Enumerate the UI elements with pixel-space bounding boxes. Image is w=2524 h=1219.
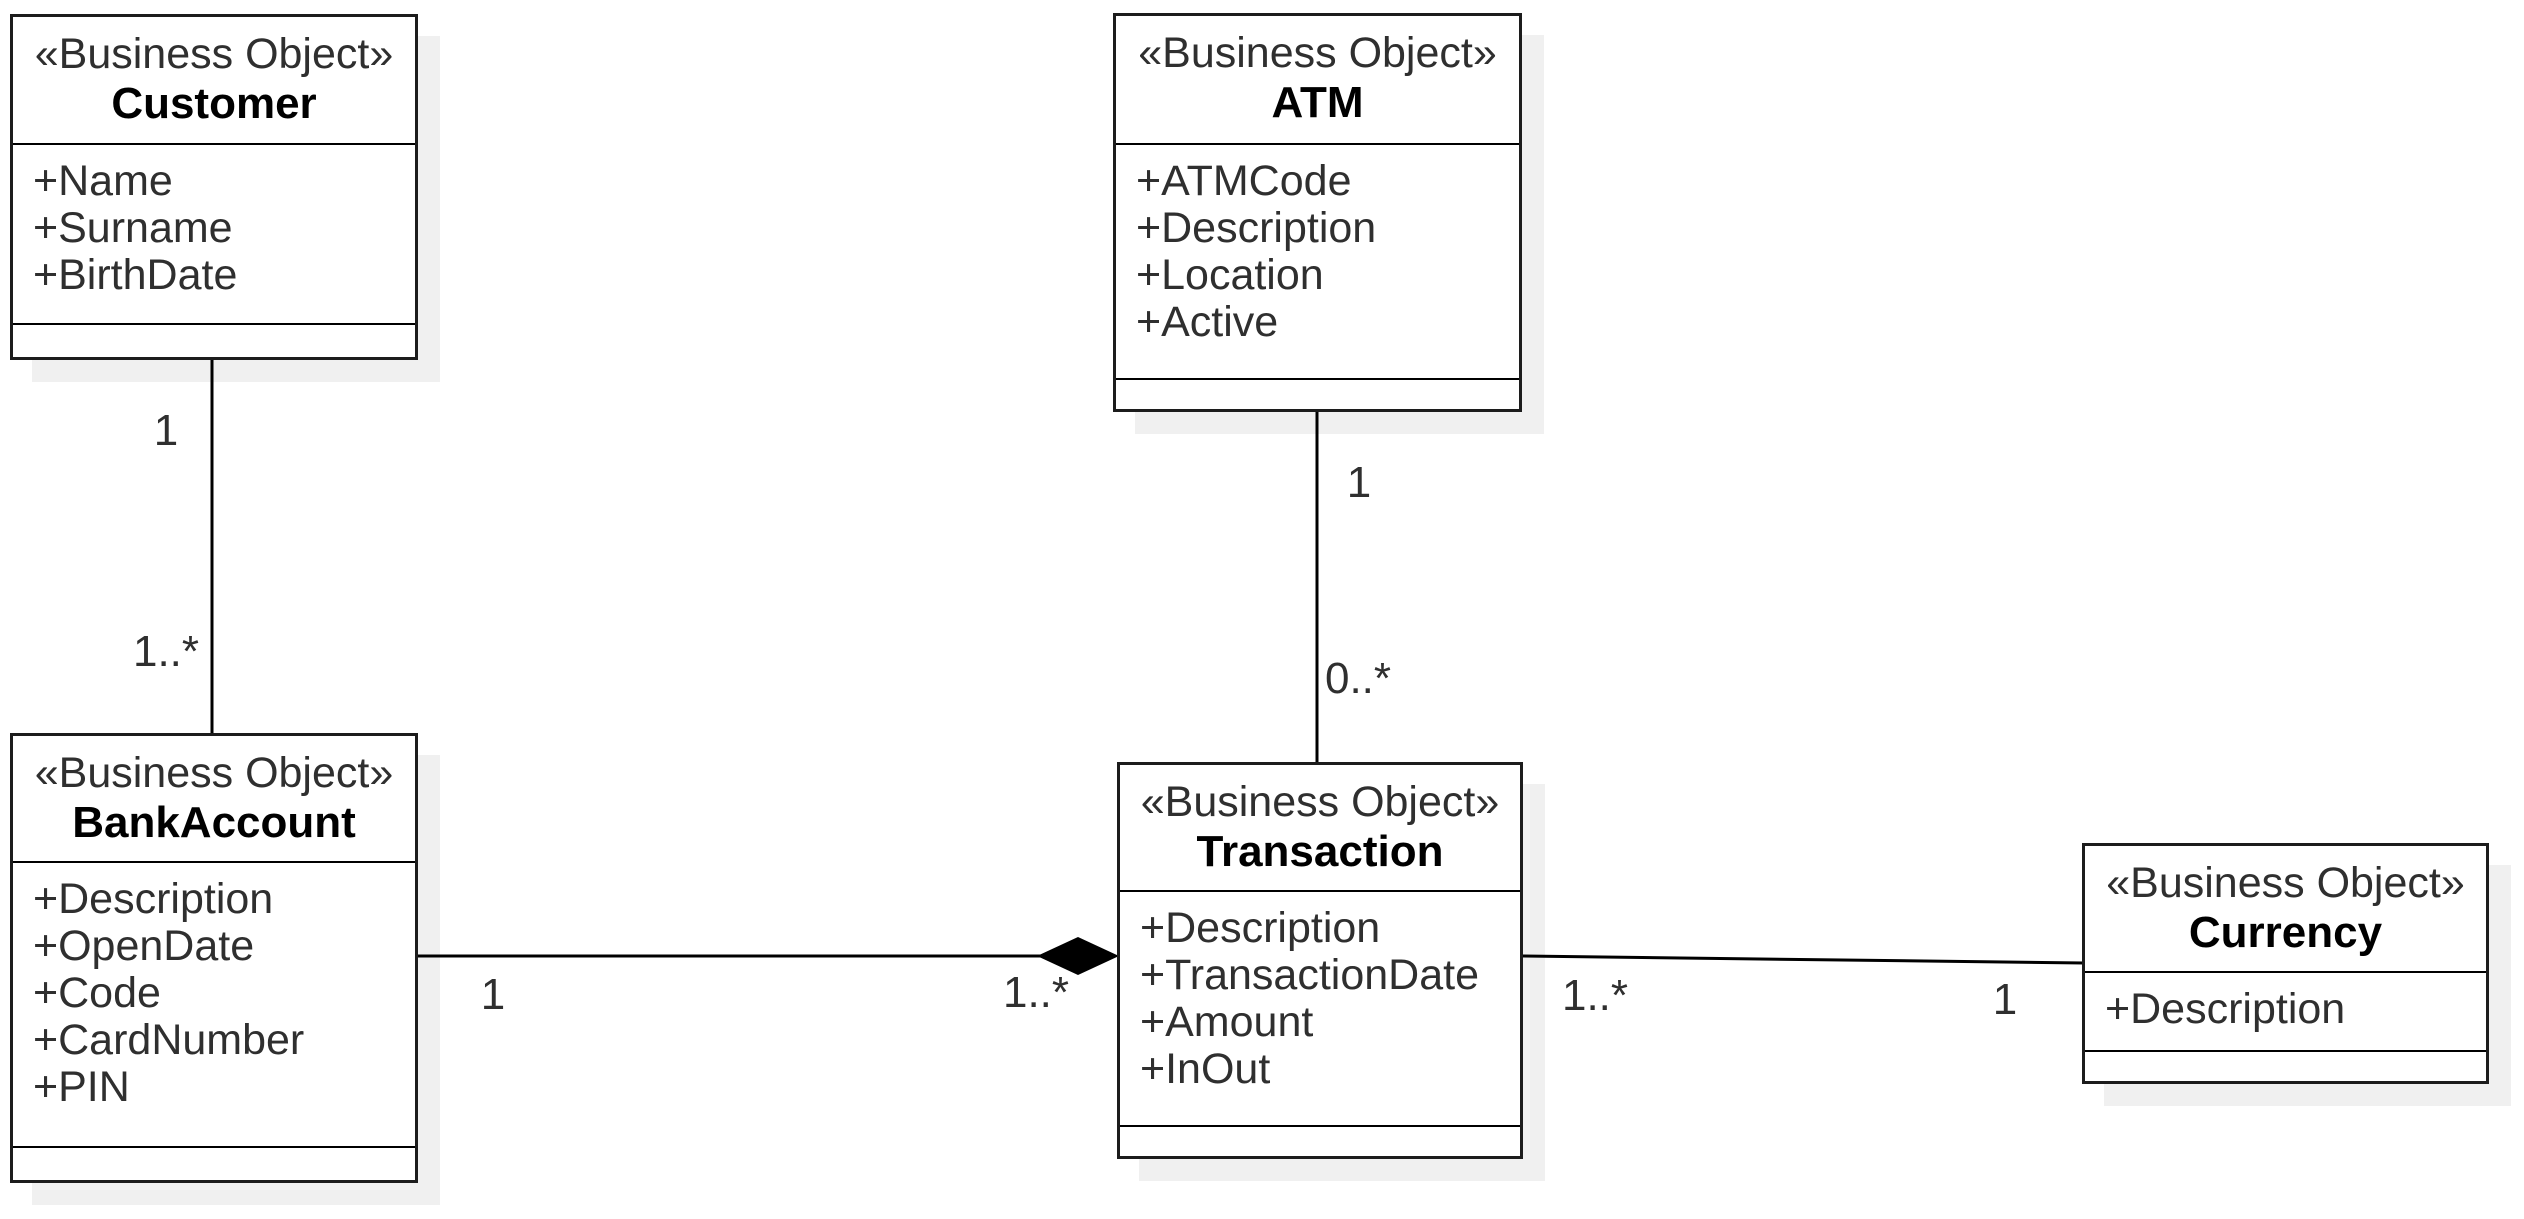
attributes-compartment: +Description bbox=[2085, 973, 2486, 1052]
attribute: +Name bbox=[33, 157, 173, 205]
class-atm[interactable]: «Business Object» ATM +ATMCode +Descript… bbox=[1113, 13, 1522, 412]
class-name: ATM bbox=[1271, 78, 1364, 127]
multiplicity-transaction-source: 1..* bbox=[1561, 971, 1629, 1020]
stereotype-label: «Business Object» bbox=[1140, 778, 1500, 826]
operations-compartment bbox=[1120, 1127, 1520, 1156]
class-header: «Business Object» ATM bbox=[1116, 16, 1519, 145]
multiplicity-bankaccount-source: 1 bbox=[480, 970, 506, 1019]
attributes-compartment: +Name +Surname +BirthDate bbox=[13, 145, 415, 325]
stereotype-label: «Business Object» bbox=[1138, 29, 1497, 77]
attribute: +Active bbox=[1136, 298, 1279, 346]
class-header: «Business Object» Currency bbox=[2085, 846, 2486, 973]
attributes-compartment: +Description +TransactionDate +Amount +I… bbox=[1120, 892, 1520, 1127]
class-bankaccount[interactable]: «Business Object» BankAccount +Descripti… bbox=[10, 733, 418, 1183]
class-name: Currency bbox=[2188, 908, 2383, 957]
attribute: +ATMCode bbox=[1136, 157, 1352, 205]
attribute: +Description bbox=[1136, 204, 1377, 252]
multiplicity-currency-end: 1 bbox=[1992, 975, 2018, 1024]
class-header: «Business Object» BankAccount bbox=[13, 736, 415, 863]
attribute: +Location bbox=[1136, 251, 1324, 299]
attribute: +Amount bbox=[1140, 998, 1314, 1046]
attribute: +OpenDate bbox=[33, 922, 255, 970]
attribute: +InOut bbox=[1140, 1045, 1271, 1093]
attributes-compartment: +Description +OpenDate +Code +CardNumber… bbox=[13, 863, 415, 1148]
attribute: +Description bbox=[33, 875, 274, 923]
stereotype-label: «Business Object» bbox=[34, 30, 394, 78]
operations-compartment bbox=[13, 325, 415, 357]
operations-compartment bbox=[13, 1148, 415, 1180]
operations-compartment bbox=[2085, 1052, 2486, 1081]
attribute: +PIN bbox=[33, 1063, 130, 1111]
attribute: +TransactionDate bbox=[1140, 951, 1480, 999]
multiplicity-atm-end: 1 bbox=[1346, 458, 1372, 507]
attributes-compartment: +ATMCode +Description +Location +Active bbox=[1116, 145, 1519, 380]
attribute: +Code bbox=[33, 969, 161, 1017]
attribute: +Surname bbox=[33, 204, 233, 252]
class-name: BankAccount bbox=[72, 798, 356, 847]
association-transaction-currency[interactable] bbox=[1521, 954, 2085, 965]
composition-diamond-icon bbox=[1037, 937, 1119, 975]
stereotype-label: «Business Object» bbox=[34, 749, 394, 797]
class-header: «Business Object» Customer bbox=[13, 17, 415, 145]
multiplicity-transaction-end-atm: 0..* bbox=[1324, 654, 1392, 703]
multiplicity-transaction-end-bank: 1..* bbox=[1002, 968, 1070, 1017]
class-customer[interactable]: «Business Object» Customer +Name +Surnam… bbox=[10, 14, 418, 360]
class-name: Transaction bbox=[1196, 827, 1444, 876]
multiplicity-customer-end: 1 bbox=[153, 406, 179, 455]
attribute: +Description bbox=[1140, 904, 1381, 952]
attribute: +CardNumber bbox=[33, 1016, 305, 1064]
class-header: «Business Object» Transaction bbox=[1120, 765, 1520, 892]
attribute: +BirthDate bbox=[33, 251, 238, 299]
stereotype-label: «Business Object» bbox=[2106, 859, 2465, 907]
class-name: Customer bbox=[111, 79, 317, 128]
class-currency[interactable]: «Business Object» Currency +Description bbox=[2082, 843, 2489, 1084]
multiplicity-bankaccount-end: 1..* bbox=[132, 627, 200, 676]
operations-compartment bbox=[1116, 380, 1519, 409]
class-transaction[interactable]: «Business Object» Transaction +Descripti… bbox=[1117, 762, 1523, 1159]
attribute: +Description bbox=[2105, 985, 2346, 1033]
